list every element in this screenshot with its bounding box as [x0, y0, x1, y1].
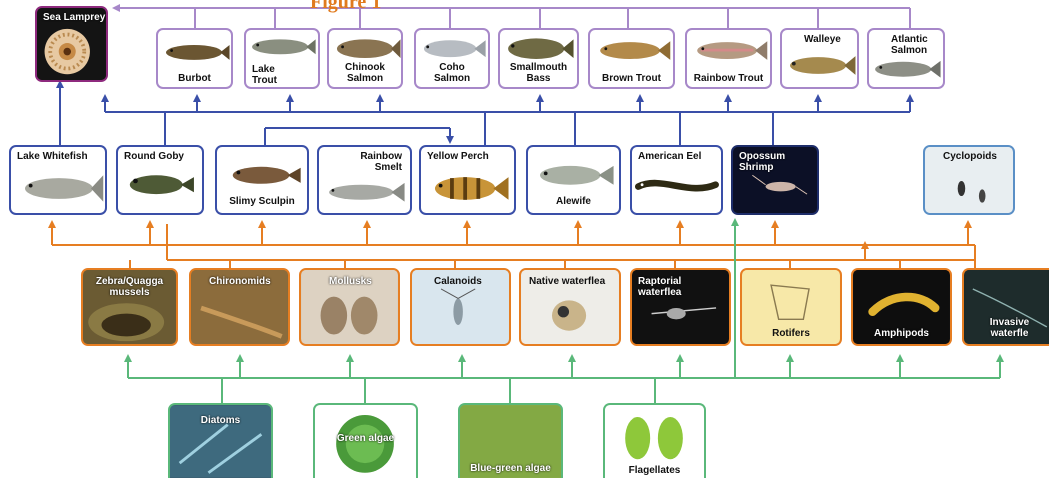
blue-green-algae-label: Blue-green algae [460, 463, 561, 474]
walleye-label: Walleye [804, 34, 841, 45]
cyclopoids-label: Cyclopoids [943, 151, 997, 162]
lake-trout-label: Lake Trout [252, 64, 277, 86]
lake-whitefish-label: Lake Whitefish [17, 151, 88, 162]
native-waterflea-label: Native waterflea [529, 276, 605, 287]
burbot-label: Burbot [158, 73, 231, 84]
slimy-sculpin-node: Slimy Sculpin [215, 145, 309, 215]
coho-node: Coho Salmon [414, 28, 490, 89]
mollusks-label: Mollusks [329, 276, 372, 287]
brown-trout-node: Brown Trout [588, 28, 675, 89]
lake-whitefish-node: Lake Whitefish [9, 145, 107, 215]
chironomids-label: Chironomids [209, 276, 271, 287]
rainbow-trout-node: Rainbow Trout [685, 28, 772, 89]
american-eel-label: American Eel [638, 151, 701, 162]
chinook-label: Chinook Salmon [329, 62, 401, 84]
diatoms-label: Diatoms [170, 415, 271, 426]
calanoids-label: Calanoids [434, 276, 482, 287]
smallmouth-label: Smallmouth Bass [500, 62, 577, 84]
sea-lamprey-label: Sea Lamprey [43, 12, 105, 23]
rainbow-smelt-node: Rainbow Smelt [317, 145, 412, 215]
raptorial-waterflea-node: Raptorial waterflea [630, 268, 731, 346]
zebra-mussels-label: Zebra/Quagga mussels [83, 276, 176, 298]
diatoms-node: Diatoms [168, 403, 273, 478]
green-algae-label: Green algae [315, 433, 416, 444]
sea-lamprey-node: Sea Lamprey [35, 6, 108, 82]
round-goby-node: Round Goby [116, 145, 204, 215]
native-waterflea-node: Native waterflea [519, 268, 621, 346]
rotifers-node: Rotifers [740, 268, 842, 346]
chinook-node: Chinook Salmon [327, 28, 403, 89]
raptorial-waterflea-label: Raptorial waterflea [638, 276, 681, 298]
invasive-waterflea-label: Invasive waterfle [970, 317, 1049, 339]
amphipods-node: Amphipods [851, 268, 952, 346]
smallmouth-node: Smallmouth Bass [498, 28, 579, 89]
blue-green-algae-node: Blue-green algae [458, 403, 563, 478]
yellow-perch-label: Yellow Perch [427, 151, 489, 162]
walleye-node: Walleye [780, 28, 859, 89]
alewife-node: Alewife [526, 145, 621, 215]
slimy-sculpin-label: Slimy Sculpin [217, 196, 307, 207]
opossum-shrimp-node: Opossum Shrimp [731, 145, 819, 215]
atlantic-salmon-label: Atlantic Salmon [891, 34, 928, 56]
flagellates-node: Flagellates [603, 403, 706, 478]
opossum-shrimp-label: Opossum Shrimp [739, 151, 785, 173]
forage-fish-links [60, 84, 910, 145]
invasive-waterflea-node: Invasive waterfle [962, 268, 1049, 346]
alewife-label: Alewife [528, 196, 619, 207]
zebra-mussels-node: Zebra/Quagga mussels [81, 268, 178, 346]
cyclopoids-node: Cyclopoids [923, 145, 1015, 215]
green-algae-node: Green algae [313, 403, 418, 478]
mollusks-node: Mollusks [299, 268, 400, 346]
atlantic-salmon-node: Atlantic Salmon [867, 28, 945, 89]
american-eel-node: American Eel [630, 145, 723, 215]
round-goby-label: Round Goby [124, 151, 184, 162]
yellow-perch-node: Yellow Perch [419, 145, 516, 215]
flagellates-label: Flagellates [605, 465, 704, 476]
burbot-node: Burbot [156, 28, 233, 89]
figure-caption: Figure 1 [310, 0, 381, 14]
lamprey-prey-links [116, 8, 910, 28]
rotifers-label: Rotifers [742, 328, 840, 339]
calanoids-node: Calanoids [410, 268, 511, 346]
rainbow-trout-label: Rainbow Trout [687, 73, 770, 84]
amphipods-label: Amphipods [853, 328, 950, 339]
caption-figure-ref[interactable]: Figure 1 [310, 0, 381, 13]
coho-label: Coho Salmon [416, 62, 488, 84]
lake-trout-node: Lake Trout [244, 28, 320, 89]
chironomids-node: Chironomids [189, 268, 290, 346]
brown-trout-label: Brown Trout [590, 73, 673, 84]
rainbow-smelt-label: Rainbow Smelt [360, 151, 402, 173]
invertebrate-links [52, 224, 975, 268]
